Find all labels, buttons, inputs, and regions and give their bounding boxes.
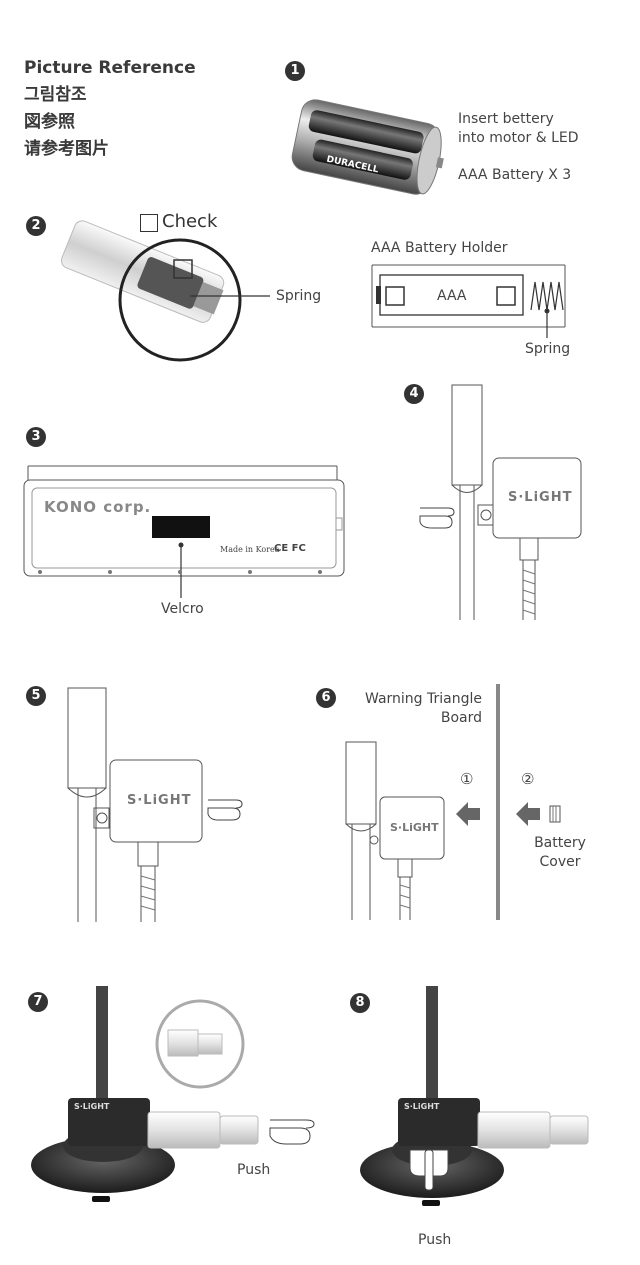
- step-2-badge: 2: [26, 216, 46, 236]
- circle-1: ①: [460, 770, 474, 788]
- battery-cover-label: Battery Cover: [530, 834, 590, 872]
- check-label: Check: [162, 211, 218, 232]
- title-zh: 请参考图片: [24, 139, 109, 159]
- spring-label-2: Spring: [525, 341, 571, 357]
- step-1-line-1: Insert bettery: [458, 111, 554, 127]
- velcro-label: Velcro: [161, 601, 204, 617]
- made-in-korea: Made in Korea: [220, 545, 280, 554]
- warning-board-label: Warning Triangle Board: [340, 690, 482, 728]
- push-label-7: Push: [237, 1162, 271, 1178]
- step-3-badge: 3: [26, 427, 46, 447]
- warning-line-1: Warning Triangle: [365, 691, 482, 707]
- page-title-block: Picture Reference 그림참조 図参照 请参考图片: [24, 55, 196, 163]
- check-box: [140, 214, 158, 232]
- step-1-line-2: into motor & LED: [458, 130, 579, 146]
- slight-logo-7: S·LiGHT: [74, 1102, 110, 1111]
- step-1-text: Insert bettery into motor & LED AAA Batt…: [458, 110, 579, 185]
- step-5-badge: 5: [26, 686, 46, 706]
- holder-title: AAA Battery Holder: [371, 240, 508, 256]
- step-8-badge: 8: [350, 993, 370, 1013]
- step-6-badge: 6: [316, 688, 336, 708]
- title-en: Picture Reference: [24, 58, 196, 78]
- aaa-label: AAA: [437, 288, 467, 304]
- step-7-badge: 7: [28, 992, 48, 1012]
- spring-label: Spring: [276, 288, 322, 304]
- step-4-badge: 4: [404, 384, 424, 404]
- slight-logo-5: S·LiGHT: [127, 793, 192, 808]
- cover-line-2: Cover: [539, 854, 581, 870]
- slight-logo-6: S·LiGHT: [390, 821, 439, 834]
- cert-marks: CE FC: [274, 543, 306, 554]
- circle-2: ②: [521, 770, 535, 788]
- warning-line-2: Board: [440, 710, 482, 726]
- step-1-badge: 1: [285, 61, 305, 81]
- step-1-line-3: AAA Battery X 3: [458, 167, 572, 183]
- cover-line-1: Battery: [534, 835, 586, 851]
- title-ja: 図参照: [24, 112, 75, 132]
- push-label-8: Push: [418, 1232, 452, 1248]
- slight-logo-4: S·LiGHT: [508, 490, 573, 505]
- title-ko: 그림참조: [24, 85, 87, 105]
- slight-logo-8: S·LiGHT: [404, 1102, 440, 1111]
- kono-logo: KONO corp.: [44, 498, 152, 516]
